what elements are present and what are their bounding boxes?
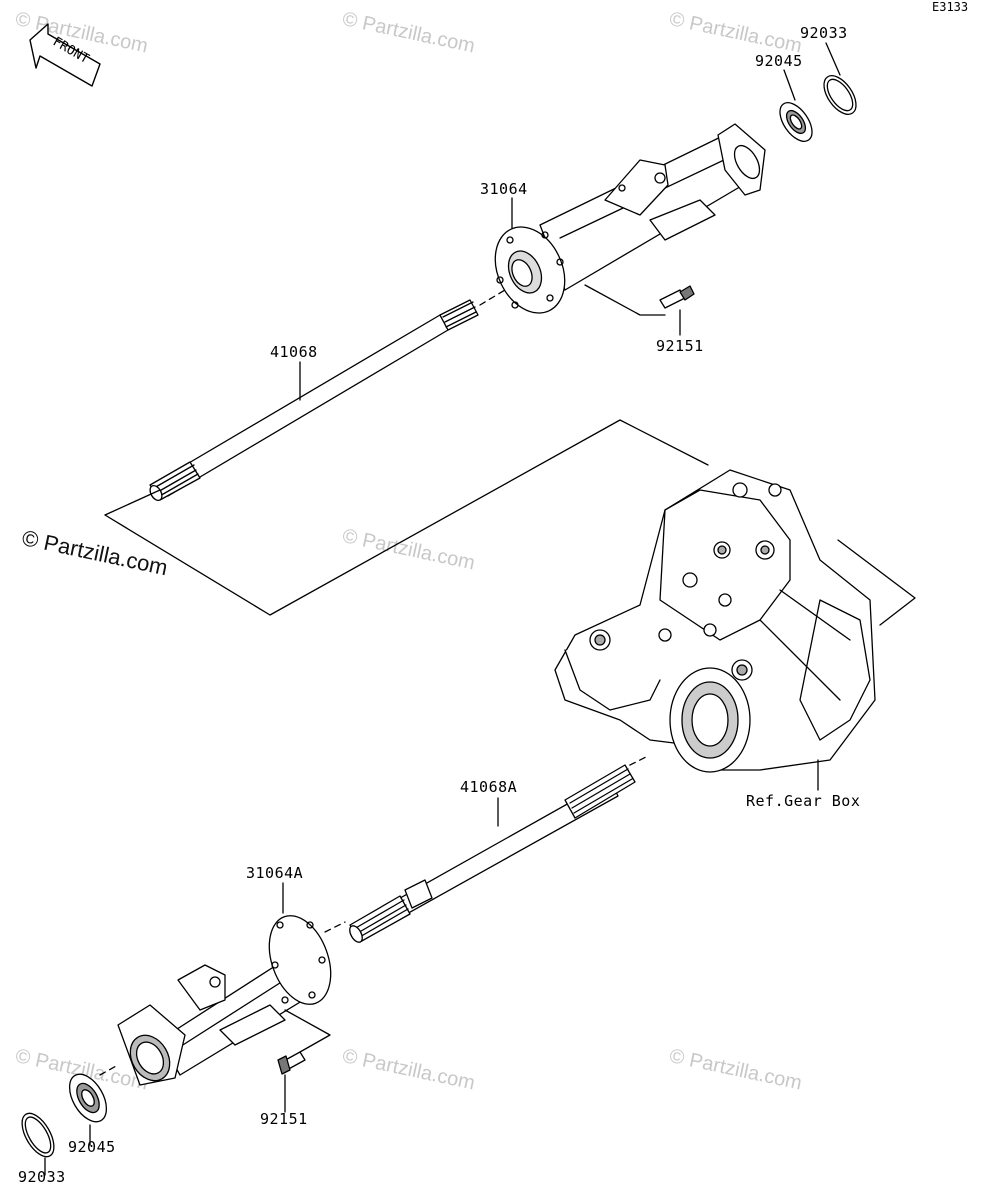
label-41068: 41068 (270, 343, 318, 361)
diagram-code: E3133 (932, 0, 969, 14)
label-41068A: 41068A (460, 778, 518, 796)
bolt-92151-bottom (277, 1051, 306, 1075)
label-92045-top: 92045 (755, 52, 803, 70)
axle-shaft-41068A (349, 764, 636, 943)
circlip-92033-top (823, 75, 857, 115)
bearing-92045-top (779, 102, 813, 142)
label-ref-gear-box: Ref.Gear Box (746, 792, 861, 810)
label-92151-bottom: 92151 (260, 1110, 308, 1128)
label-92033-top: 92033 (800, 24, 848, 42)
label-92033-bottom: 92033 (18, 1168, 66, 1186)
axle-housing-31064 (494, 123, 766, 314)
front-arrow-icon: FRONT (29, 23, 101, 87)
gear-box (554, 469, 876, 773)
label-92151-top: 92151 (656, 337, 704, 355)
axle-shaft-41068 (149, 299, 479, 502)
axle-housing-31064A (117, 915, 332, 1086)
label-92045-bottom: 92045 (68, 1138, 116, 1156)
label-31064A: 31064A (246, 864, 304, 882)
bearing-92045-bottom (68, 1073, 108, 1123)
label-31064: 31064 (480, 180, 528, 198)
bolt-92151-top (659, 285, 695, 309)
circlip-92033-bottom (21, 1112, 55, 1158)
